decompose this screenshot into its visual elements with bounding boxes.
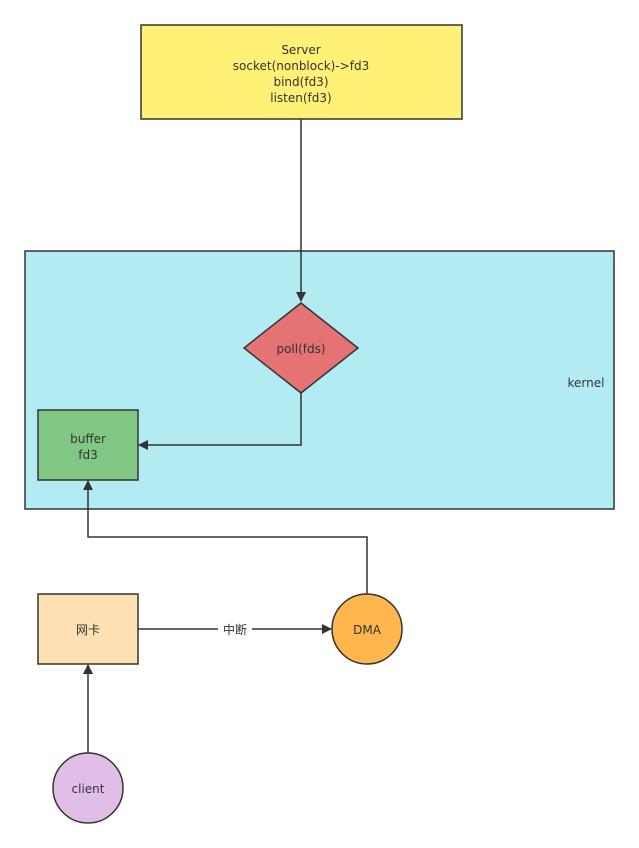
- server-title: Server: [281, 43, 320, 57]
- server-socket-line: socket(nonblock)->fd3: [233, 59, 369, 73]
- poll-to-buffer-edge: [138, 393, 302, 450]
- server-box: [140, 24, 463, 120]
- interrupt-label-bg: [218, 621, 252, 637]
- client-node: [52, 752, 124, 824]
- dma-to-buffer-edge: [83, 480, 368, 594]
- client-label: client: [72, 782, 105, 796]
- kernel-label: kernel: [568, 376, 605, 390]
- interrupt-label: 中断: [223, 622, 247, 637]
- buffer-fd-label: fd3: [78, 448, 97, 462]
- nic-label: 网卡: [76, 623, 100, 637]
- buffer-label: buffer: [70, 432, 106, 446]
- server-bind-line: bind(fd3): [273, 75, 328, 89]
- dma-node: [331, 593, 403, 665]
- dma-label: DMA: [353, 623, 382, 637]
- poll-label: poll(fds): [276, 342, 325, 356]
- server-listen-line: listen(fd3): [270, 91, 331, 105]
